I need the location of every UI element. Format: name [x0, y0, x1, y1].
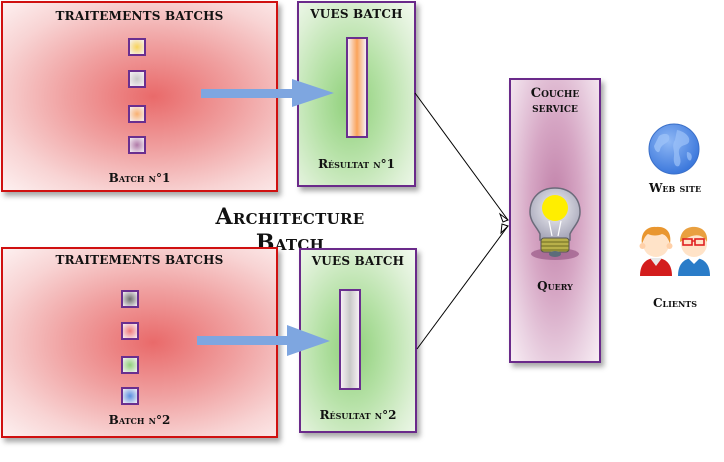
batch-view-result-2: [339, 289, 361, 390]
service-layer-title-line1: Couche: [530, 86, 580, 101]
batch-caption: Batch n°1: [108, 171, 171, 185]
service-layer-caption: Query: [537, 279, 573, 293]
batch-job-2: [128, 70, 146, 88]
batch-view-caption: Résultat n°2: [319, 408, 397, 422]
batch-processing-title: TRAITEMENTS BATCHS: [55, 253, 224, 267]
batch-job-4: [121, 387, 139, 405]
service-layer-title-line2: service: [532, 101, 578, 116]
connector-view1-to-service: [414, 92, 510, 223]
batch-view-title: VUES BATCH: [310, 7, 403, 21]
batch-processing-title: TRAITEMENTS BATCHS: [55, 9, 224, 23]
connector-view2-to-service: [416, 223, 509, 350]
blue-arrow-2: [197, 325, 330, 356]
users-icon: [639, 226, 710, 276]
clients-label: Clients: [652, 296, 698, 310]
batch-job-1: [128, 38, 146, 56]
batch-job-2: [121, 322, 139, 340]
web-site-label: Web site: [648, 181, 702, 195]
batch-job-3: [121, 356, 139, 374]
service-layer-box: Couche service Query: [509, 78, 601, 363]
batch-job-4: [128, 136, 146, 154]
batch-caption: Batch n°2: [108, 413, 171, 427]
lightbulb-icon: [529, 187, 581, 260]
globe-icon: [648, 123, 700, 175]
batch-job-1: [121, 290, 139, 308]
blue-arrow-1: [201, 79, 334, 107]
batch-view-title: VUES BATCH: [311, 254, 405, 268]
batch-view-result-1: [346, 37, 368, 138]
diagram-title: Architecture Batch: [215, 204, 365, 256]
batch-view-caption: Résultat n°1: [318, 157, 395, 171]
batch-job-3: [128, 105, 146, 123]
